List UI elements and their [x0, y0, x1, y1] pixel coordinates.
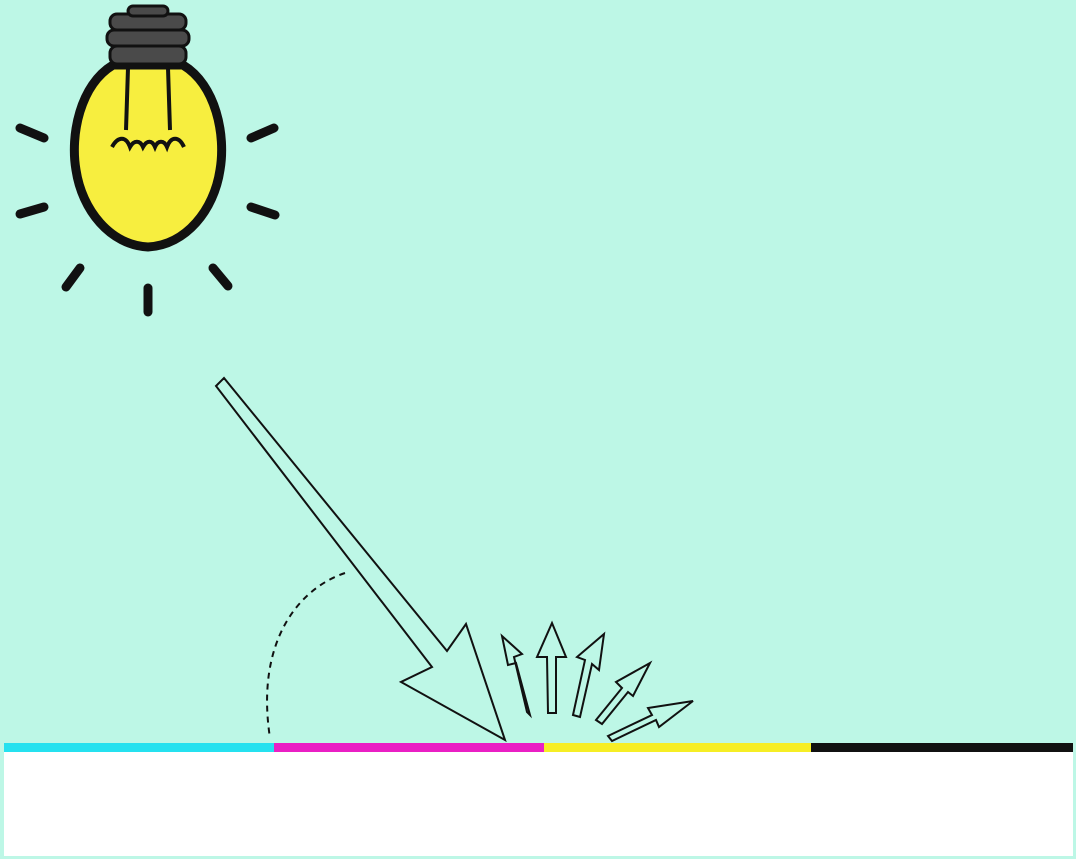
- surface-segment-cyan: [4, 743, 274, 752]
- bulb-base: [105, 4, 191, 66]
- scattered-ray-arrow-icon: [571, 631, 606, 719]
- scattered-ray-arrow-icon: [535, 620, 568, 714]
- scattered-rays: [500, 620, 694, 743]
- scattered-ray-arrow-icon: [606, 700, 694, 743]
- scattered-ray-arrow-icon: [594, 660, 653, 726]
- bulb-filament: [110, 67, 186, 153]
- scattered-ray-arrow-icon: [500, 633, 532, 719]
- incidence-angle-arc: [266, 572, 346, 739]
- surface-segment-yellow: [544, 743, 811, 752]
- bulb-glass: [69, 60, 227, 252]
- light-glow-lines: [15, 123, 280, 317]
- surface-segment-magenta: [274, 743, 544, 752]
- light-bulb-icon: [15, 4, 280, 317]
- surface-body: [4, 752, 1073, 856]
- surface-segment-black: [811, 743, 1073, 752]
- incident-ray-arrow-icon: [214, 376, 507, 743]
- reflecting-surface: [4, 743, 1073, 856]
